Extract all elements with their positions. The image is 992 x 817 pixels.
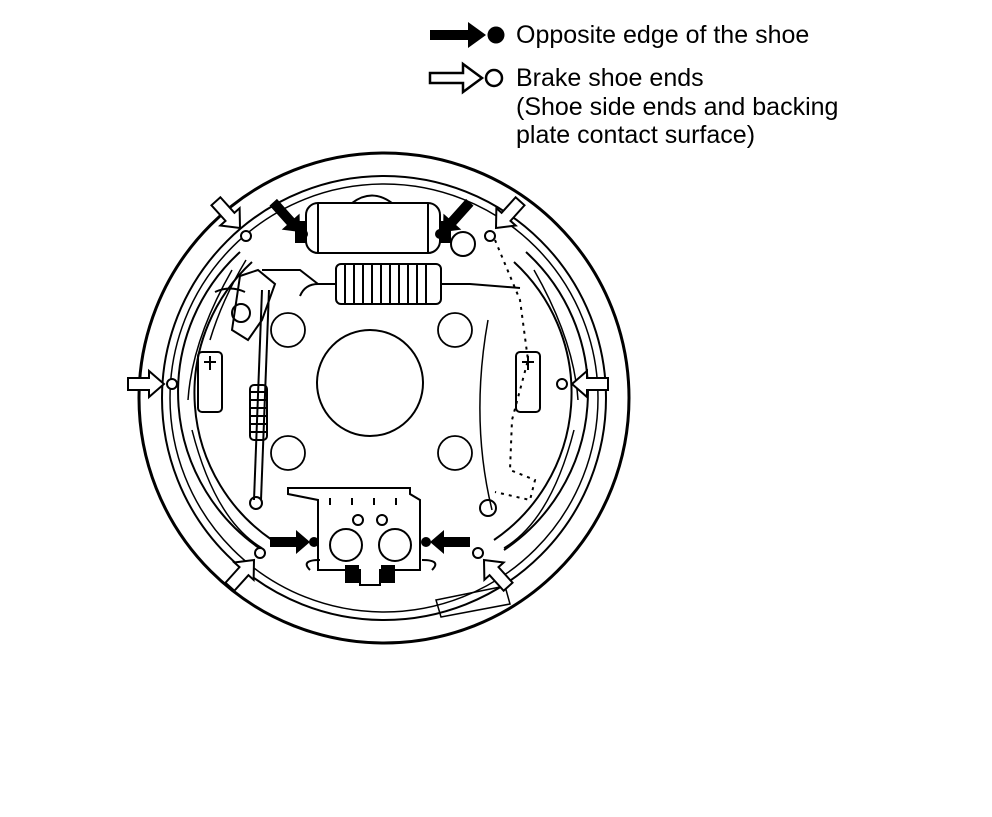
left-brake-shoe: [177, 251, 273, 551]
hollow-arrow-circle-icon: [570, 368, 609, 400]
legend-label-shoe-ends-detail-2: plate contact surface): [516, 121, 755, 149]
filled-arrow-dot-icon: [269, 198, 300, 232]
outer-rim: [137, 151, 631, 645]
hollow-arrow-circle-icon: [127, 368, 166, 400]
hold-down-left: [197, 351, 223, 413]
legend-label-shoe-ends-detail-1: (Shoe side ends and backing: [516, 93, 838, 121]
legend-label-shoe-ends: Brake shoe ends: [516, 64, 704, 92]
filled-arrow-dot-icon: [270, 530, 310, 554]
right-brake-shoe: [479, 251, 589, 551]
wheel-cylinder: [295, 194, 451, 254]
filled-arrow-dot-icon: [430, 22, 505, 48]
backing-plate-edge: [169, 183, 599, 613]
rim-inner-ring: [161, 175, 607, 621]
parking-lever-outline: [494, 239, 537, 502]
hub: [316, 329, 424, 437]
rim-tab: [435, 585, 511, 618]
filled-arrow-dot-icon: [443, 198, 474, 232]
legend-label-opposite-edge: Opposite edge of the shoe: [516, 21, 809, 49]
stud-holes: [270, 312, 473, 471]
legend-item-opposite-edge: Opposite edge of the shoe: [430, 21, 809, 49]
adjuster-lever: [214, 268, 319, 342]
hold-down-right: [515, 351, 541, 413]
legend-item-shoe-ends: Brake shoe ends (Shoe side ends and back…: [428, 61, 838, 149]
hollow-arrow-circle-icon: [224, 558, 256, 593]
hollow-arrow-circle-icon: [210, 195, 242, 230]
filled-arrow-markers: [269, 198, 474, 554]
adjuster-strut: [249, 289, 270, 510]
brake-assembly: [137, 151, 631, 645]
anchor-block: [287, 487, 437, 586]
legend: Opposite edge of the shoe Brake shoe end…: [428, 21, 838, 149]
filled-arrow-dot-icon: [430, 530, 470, 554]
hollow-arrow-circle-icon: [494, 195, 526, 230]
hollow-arrow-circle-icon: [482, 558, 514, 593]
upper-return-spring: [299, 263, 521, 305]
hollow-arrow-circle-icon: [428, 61, 504, 95]
hollow-arrow-markers: [127, 195, 609, 593]
